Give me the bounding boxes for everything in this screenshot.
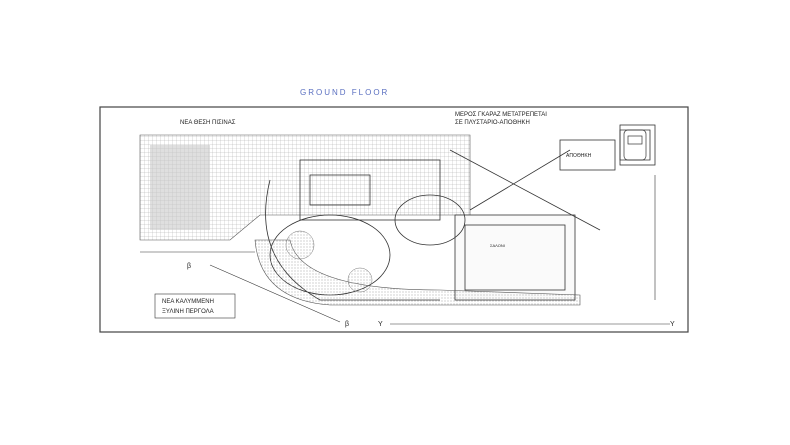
pergola-note-box xyxy=(154,293,236,319)
section-marker-b-start: β xyxy=(187,263,191,270)
pool-label: ΝΕΑ ΘΕΣΗ ΠΙΣΙΝΑΣ xyxy=(180,120,236,126)
section-marker-y-end: Y xyxy=(670,321,675,328)
house-walls xyxy=(265,124,656,301)
garden-area xyxy=(254,230,581,306)
garage-note-line1: ΜΕΡΟΣ ΓΚΑΡΑΖ ΜΕΤΑΤΡΕΠΕΤΑΙ xyxy=(455,112,547,118)
storage-label: ΑΠΟΘΗΚΗ xyxy=(566,153,592,159)
drawing-title: GROUND FLOOR xyxy=(300,88,389,97)
pergola-note-line1: ΝΕΑ ΚΑΛΥΜΜΕΝΗ xyxy=(162,299,214,305)
pool-area xyxy=(139,134,471,241)
pergola-note-line2: ΞΥΛΙΝΗ ΠΕΡΓΟΛΑ xyxy=(162,309,214,315)
section-marker-y-start: Y xyxy=(378,321,383,328)
living-room-label: ΣΑΛΟΝΙ xyxy=(490,243,505,248)
garage-note-line2: ΣΕ ΠΛΥΣΤΑΡΙΟ-ΑΠΟΘΗΚΗ xyxy=(455,120,530,126)
car-icon xyxy=(623,129,647,161)
section-marker-b-end: β xyxy=(345,321,349,328)
section-lines xyxy=(140,175,670,325)
drawing-frame xyxy=(99,106,689,333)
